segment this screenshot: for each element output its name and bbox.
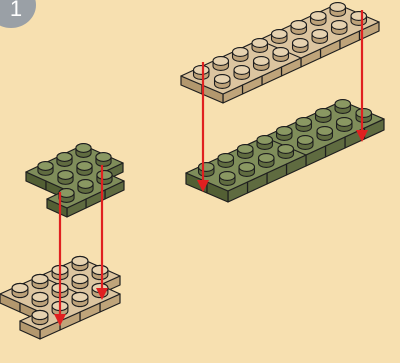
stud-top: [96, 153, 111, 162]
stud-top: [38, 162, 53, 171]
stud-top: [77, 162, 92, 171]
stud-top: [316, 109, 331, 118]
stud-top: [330, 3, 345, 12]
stud-top: [238, 145, 253, 154]
stud-top: [199, 163, 214, 172]
stud-top: [296, 118, 311, 127]
stud-top: [356, 109, 371, 118]
stud-top: [272, 30, 287, 39]
stud-top: [218, 154, 233, 163]
stud-top: [257, 136, 272, 145]
olive-plate-l-top-left: [26, 144, 124, 217]
stud-top: [32, 274, 48, 283]
stud-top: [277, 127, 292, 136]
stud-top: [335, 100, 350, 109]
stud-top: [273, 48, 288, 57]
stud-top: [59, 189, 74, 198]
stud-top: [78, 180, 93, 189]
stud-top: [252, 39, 267, 48]
stud-top: [293, 39, 308, 48]
stud-top: [92, 265, 108, 274]
stud-top: [317, 127, 332, 136]
stud-top: [72, 292, 88, 301]
stud-top: [351, 12, 366, 21]
stud-top: [234, 66, 249, 75]
stud-top: [97, 171, 112, 180]
stud-top: [312, 30, 327, 39]
tan-plate-2x8-top-right: [181, 3, 379, 103]
stud-top: [72, 256, 88, 265]
step-number: 1: [10, 0, 22, 22]
stud-top: [220, 172, 235, 181]
stud-top: [332, 21, 347, 30]
stud-top: [57, 153, 72, 162]
olive-plate-2x12-bottom-right: [186, 100, 384, 202]
stud-top: [298, 136, 313, 145]
stud-top: [12, 283, 28, 292]
stud-top: [311, 12, 326, 21]
stud-top: [58, 171, 73, 180]
stud-top: [233, 48, 248, 57]
stud-top: [215, 75, 230, 84]
stud-top: [194, 66, 209, 75]
stud-top: [254, 57, 269, 66]
stud-top: [239, 163, 254, 172]
stud-top: [337, 118, 352, 127]
stud-top: [259, 154, 274, 163]
stud-top: [32, 310, 48, 319]
stud-top: [72, 274, 88, 283]
stud-top: [291, 21, 306, 30]
stud-top: [32, 292, 48, 301]
stud-top: [213, 57, 228, 66]
stud-top: [278, 145, 293, 154]
stud-top: [76, 144, 91, 153]
